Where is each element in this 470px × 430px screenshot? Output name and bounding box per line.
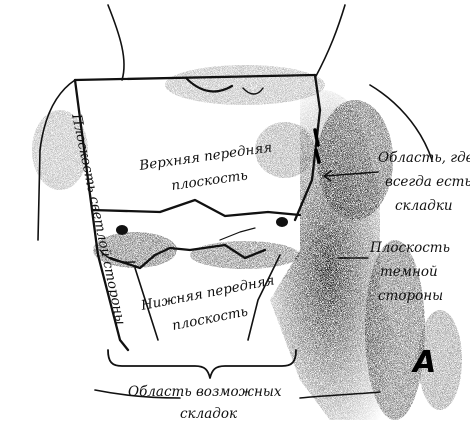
panel-letter: A bbox=[411, 345, 436, 380]
label-upper-front-1: Верхняя передняя bbox=[137, 139, 273, 174]
bracket-possible-folds bbox=[108, 350, 296, 378]
label-always-folds-3: складки bbox=[395, 198, 453, 214]
label-possible-folds-1: Область возможных bbox=[128, 384, 282, 400]
label-dark-side-2: темной bbox=[380, 264, 438, 280]
label-light-side: Плоскость светлой стороны bbox=[68, 112, 129, 327]
label-always-folds-2: всегда есть bbox=[385, 174, 470, 190]
label-upper-front-2: плоскость bbox=[170, 167, 248, 194]
label-always-folds-1: Область, где bbox=[378, 150, 470, 166]
label-dark-side-3: стороны bbox=[378, 288, 443, 304]
label-possible-folds-2: складок bbox=[180, 406, 238, 422]
label-dark-side-1: Плоскость bbox=[369, 240, 450, 256]
label-lower-front-2: плоскость bbox=[171, 304, 250, 334]
